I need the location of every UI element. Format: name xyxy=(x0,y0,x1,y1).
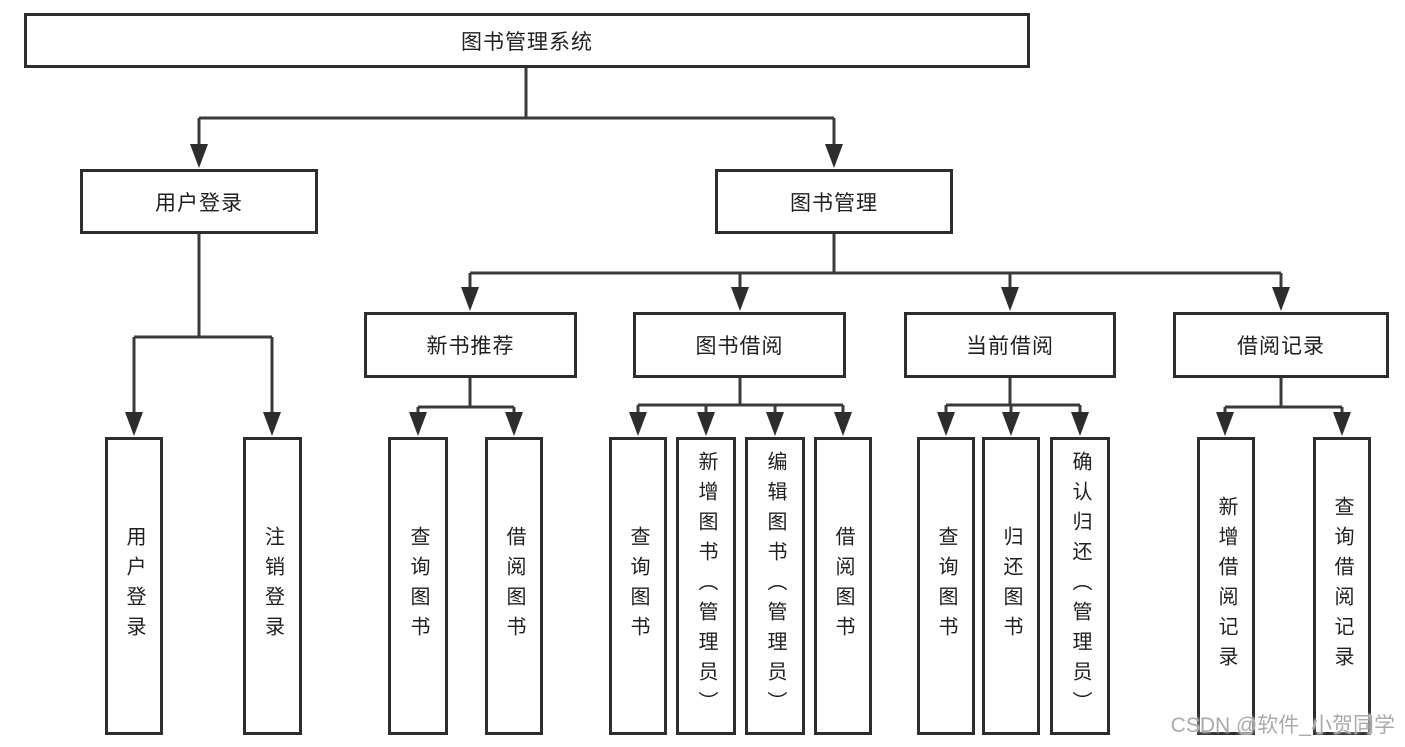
leaf-label: 借阅图书 xyxy=(503,526,525,646)
node-label: 图书管理系统 xyxy=(461,29,593,54)
leaf-query-book-1: 查询图书 xyxy=(388,437,448,735)
leaf-return-book: 归还图书 xyxy=(982,437,1040,735)
leaf-label: 注销登录 xyxy=(261,526,284,646)
node-label: 新书推荐 xyxy=(426,334,515,358)
node-label: 用户登录 xyxy=(155,190,243,215)
node-user-login-branch: 用户登录 xyxy=(80,169,318,234)
leaf-label: 确认归还（管理员） xyxy=(1069,451,1091,721)
node-label: 图书管理 xyxy=(790,190,878,215)
node-current-borrow: 当前借阅 xyxy=(904,312,1116,378)
leaf-add-borrow-record: 新增借阅记录 xyxy=(1197,437,1255,735)
leaf-label: 用户登录 xyxy=(123,526,145,646)
leaf-query-book-2: 查询图书 xyxy=(609,437,667,735)
leaf-logout: 注销登录 xyxy=(243,437,302,735)
leaf-label: 编辑图书（管理员） xyxy=(764,451,786,721)
leaf-label: 查询图书 xyxy=(407,526,429,646)
leaf-label: 新增图书（管理员） xyxy=(695,451,717,721)
leaf-add-book-admin: 新增图书（管理员） xyxy=(676,437,736,735)
leaf-label: 查询借阅记录 xyxy=(1331,496,1353,676)
watermark-text: CSDN @软件_小贺同学 xyxy=(1170,714,1395,737)
node-new-book-recommend: 新书推荐 xyxy=(364,312,577,378)
node-library-system: 图书管理系统 xyxy=(24,13,1030,68)
node-book-management-branch: 图书管理 xyxy=(715,169,953,234)
leaf-edit-book-admin: 编辑图书（管理员） xyxy=(745,437,805,735)
node-borrow-records: 借阅记录 xyxy=(1173,312,1389,378)
node-label: 当前借阅 xyxy=(966,334,1054,358)
leaf-borrow-book-1: 借阅图书 xyxy=(485,437,543,735)
leaf-query-borrow-record: 查询借阅记录 xyxy=(1313,437,1371,735)
leaf-query-book-3: 查询图书 xyxy=(917,437,975,735)
node-book-borrow: 图书借阅 xyxy=(633,312,846,378)
leaf-borrow-book-2: 借阅图书 xyxy=(814,437,872,735)
leaf-label: 查询图书 xyxy=(935,526,957,646)
leaf-label: 查询图书 xyxy=(627,526,649,646)
arrowheads xyxy=(125,144,1351,436)
leaf-confirm-return-admin: 确认归还（管理员） xyxy=(1050,437,1110,735)
leaf-user-login: 用户登录 xyxy=(105,437,163,735)
leaf-label: 新增借阅记录 xyxy=(1215,496,1237,676)
leaf-label: 借阅图书 xyxy=(832,526,854,646)
leaf-label: 归还图书 xyxy=(1000,526,1022,646)
node-label: 图书借阅 xyxy=(695,334,784,358)
node-label: 借阅记录 xyxy=(1237,334,1325,358)
